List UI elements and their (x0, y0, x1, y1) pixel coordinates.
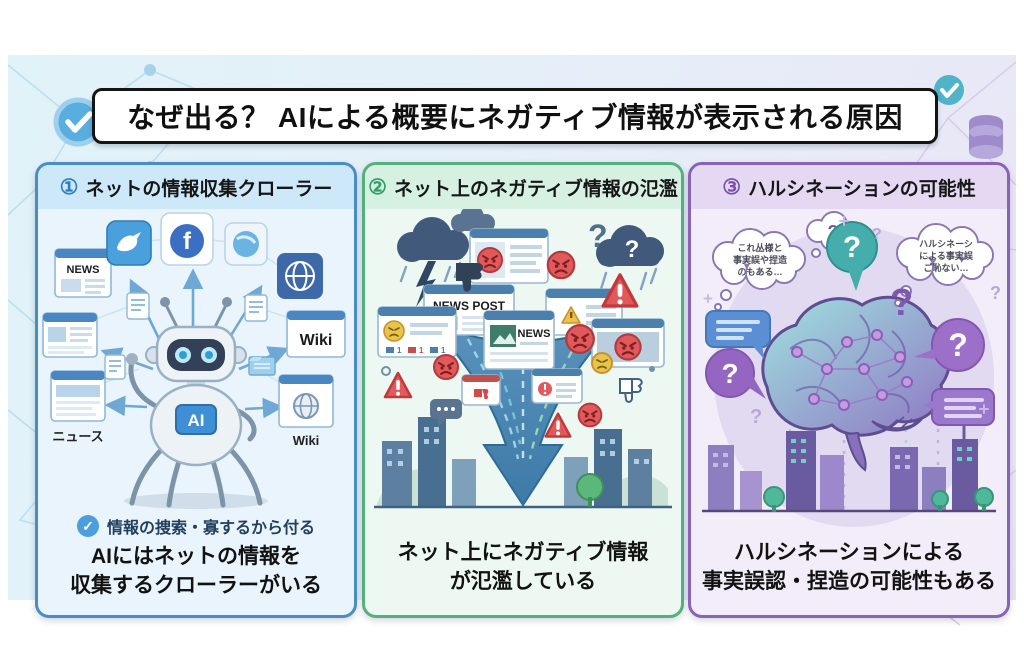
title-banner: なぜ出る？ AIによる概要にネガティブ情報が表示される原因 (92, 88, 938, 144)
panel-negative-flood: ② ネット上のネガティブ情報の氾濫 (362, 162, 684, 618)
browser-window (42, 312, 98, 358)
panel-3-caption: ハルシネーションによる 事実誤認・捏造の可能性もある (702, 541, 996, 594)
hallucination-illustration: これ丛様と 事実誤や捏造 のもある… ハルシネーシ による事実誤 ご恥ない… (691, 209, 1007, 533)
check-note-text: 情報の捜索・寡するから付る (106, 520, 315, 538)
news-window: NEWS (54, 248, 112, 298)
dislike-window (461, 374, 501, 406)
city-skyline-purple (702, 418, 996, 513)
robot-arm-right (235, 408, 257, 442)
svg-text:f: f (183, 228, 192, 255)
twitter-icon (106, 220, 152, 266)
panel-hallucination: ③ ハルシネーションの可能性 (688, 162, 1010, 618)
sparkles (703, 216, 989, 414)
panel-heading-2: ネット上のネガティブ情報の氾濫 (393, 178, 678, 200)
svg-text:これ丛様と: これ丛様と (737, 242, 782, 253)
question-balloon-right: ? (914, 318, 985, 372)
thumb-down-big (619, 378, 643, 403)
chat-bubble-gray (430, 399, 462, 427)
svg-text:NEWS: NEWS (518, 328, 551, 340)
panel-number-2: ② (368, 175, 387, 199)
check-circle-teal-icon (934, 75, 964, 105)
tree-icon (576, 473, 604, 507)
news-window-center: NEWS (483, 310, 555, 370)
crawler-robot: AI (124, 297, 268, 509)
globe-icon (277, 253, 323, 299)
crawler-illustration: NEWS f (38, 209, 354, 514)
neural-nodes (791, 329, 913, 411)
svg-text:?: ? (990, 283, 1001, 303)
panel-1-caption: AIにはネットの情報を 収集するクローラーがいる (70, 545, 322, 598)
svg-text:?: ? (721, 358, 738, 389)
wiki-window: Wiki (286, 310, 346, 358)
brain-stem (844, 431, 867, 472)
panel-heading-3: ハルシネーションの可能性 (748, 178, 976, 200)
flood-illustration: ? ? ? NEWS POST (365, 209, 681, 533)
wiki-globe-window (278, 374, 334, 428)
news-jp-window (50, 370, 106, 422)
panel-crawler-header: ① ネットの情報収集クローラー (38, 165, 354, 209)
angry-window-right (591, 318, 665, 368)
crawler-robot-scene: NEWS f (42, 212, 346, 509)
panel-number-1: ① (59, 175, 79, 199)
city-skyline (374, 417, 672, 509)
panel-hallucination-header: ③ ハルシネーションの可能性 (691, 165, 1007, 209)
question-mark-purple: ? (890, 282, 913, 324)
svg-text:?: ? (843, 231, 861, 264)
svg-text:?: ? (750, 406, 762, 428)
robot-ai-badge (175, 404, 217, 435)
social-icon (224, 222, 268, 266)
cerebellum (871, 418, 923, 432)
panel-negative-flood-header: ② ネット上のネガティブ情報の氾濫 (365, 165, 681, 209)
warning-window (531, 368, 583, 404)
panel-2-caption: ネット上にネガティブ情報 が氾濫している (397, 541, 649, 594)
svg-text:Wiki: Wiki (300, 332, 333, 349)
question-balloon-left: ? (705, 348, 766, 399)
panel-number-3: ③ (722, 175, 742, 199)
panel-heading-1: ネットの情報収集クローラー (85, 178, 333, 200)
check-icon: ✓ (76, 515, 99, 538)
speech-bubble-blue (705, 310, 771, 359)
lightning-icon (416, 261, 436, 307)
post-window-top (469, 228, 549, 284)
doc-icons (104, 292, 276, 380)
speech-bubble-purple (922, 388, 995, 426)
negative-funnel-scene: ? ? ? NEWS POST (374, 209, 672, 509)
page-title: なぜ出る？ AIによる概要にネガティブ情報が表示される原因 (127, 102, 903, 133)
database-icon (969, 115, 1003, 159)
svg-text:?: ? (872, 226, 882, 243)
svg-text:事実誤や捏造: 事実誤や捏造 (733, 254, 788, 265)
svg-text:1: 1 (419, 346, 424, 355)
panel-crawler: ① ネットの情報収集クローラー (35, 162, 357, 618)
brain-scene: これ丛様と 事実誤や捏造 のもある… ハルシネーシ による事実誤 ご恥ない… (702, 211, 1001, 527)
svg-text:のもある…: のもある… (737, 267, 782, 277)
social-window-left: 1 1 1 (377, 306, 457, 358)
robot-face (167, 339, 225, 371)
question-balloon-teal: ? (826, 221, 878, 291)
svg-text:ハルシネーシ: ハルシネーシ (919, 239, 973, 249)
robot-arm-left (128, 358, 157, 408)
storm-cloud-right: ? (596, 225, 664, 293)
svg-text:による事実誤: による事実誤 (919, 250, 974, 261)
storm-cloud-left (397, 217, 469, 307)
check-circle-blue-icon (53, 97, 103, 147)
wiki-globe-label: Wiki (293, 433, 320, 448)
question-mark: ? (588, 218, 608, 254)
thought-bubble-left: これ丛様と 事実誤や捏造 のもある… (712, 228, 806, 311)
news-jp-label: ニュース (52, 429, 103, 444)
check-note-row: ✓ 情報の捜索・寡するから付る (38, 514, 354, 538)
svg-text:1: 1 (397, 346, 402, 355)
faint-question-marks: ? ? ? (750, 226, 1001, 428)
svg-text:?: ? (625, 236, 640, 263)
tree-icon (763, 486, 994, 512)
svg-text:1: 1 (441, 346, 446, 355)
facebook-icon: f (160, 212, 214, 266)
svg-text:?: ? (948, 327, 968, 363)
svg-text:ご恥ない…: ご恥ない… (923, 262, 968, 273)
svg-text:AI: AI (188, 411, 205, 430)
svg-text:NEWS: NEWS (67, 264, 100, 276)
thought-bubble-right: ハルシネーシ による事実誤 ご恥ない… (894, 223, 994, 307)
